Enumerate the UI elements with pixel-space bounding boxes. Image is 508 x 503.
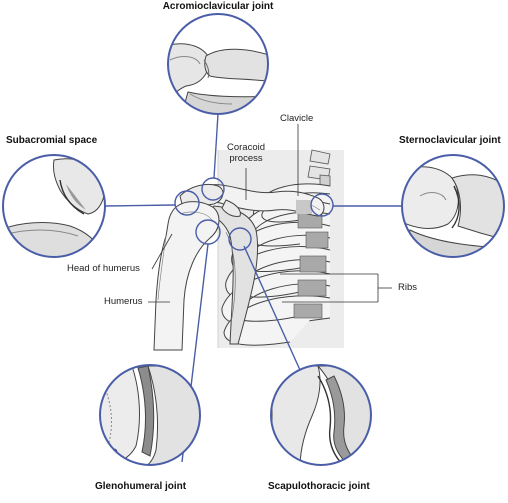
locator-circles <box>174 177 334 251</box>
clavicle <box>203 184 325 217</box>
inset-scapulothoracic <box>270 364 372 466</box>
locator-sternoclavicular <box>310 193 334 217</box>
label-ribs: Ribs <box>398 282 418 293</box>
locator-acromioclavicular <box>201 177 225 201</box>
label-subacromial-space: Subacromial space <box>6 135 98 146</box>
inset-acromioclavicular <box>167 13 269 115</box>
label-sternoclavicular-joint: Sternoclavicular joint <box>399 135 501 146</box>
label-scapulothoracic-joint: Scapulothoracic joint <box>268 481 370 492</box>
inset-sternoclavicular <box>401 154 505 258</box>
label-coracoid-process: Coracoid process <box>218 142 274 164</box>
label-glenohumeral-joint: Glenohumeral joint <box>95 481 187 492</box>
locator-scapulothoracic <box>228 227 252 251</box>
label-acromioclavicular-joint: Acromioclavicular joint <box>162 1 274 12</box>
label-head-of-humerus: Head of humerus <box>67 263 140 274</box>
vertebral-column <box>307 149 331 187</box>
inset-glenohumeral <box>99 364 201 466</box>
label-coracoid-line1: Coracoid <box>226 142 266 153</box>
label-leader-lines <box>148 124 392 303</box>
label-coracoid-line2: process <box>229 153 263 164</box>
label-clavicle: Clavicle <box>280 113 314 124</box>
humerus <box>153 201 220 351</box>
label-humerus: Humerus <box>104 296 143 307</box>
inset-subacromial <box>2 154 106 258</box>
locator-subacromial <box>174 190 200 216</box>
locator-glenohumeral <box>195 219 221 245</box>
